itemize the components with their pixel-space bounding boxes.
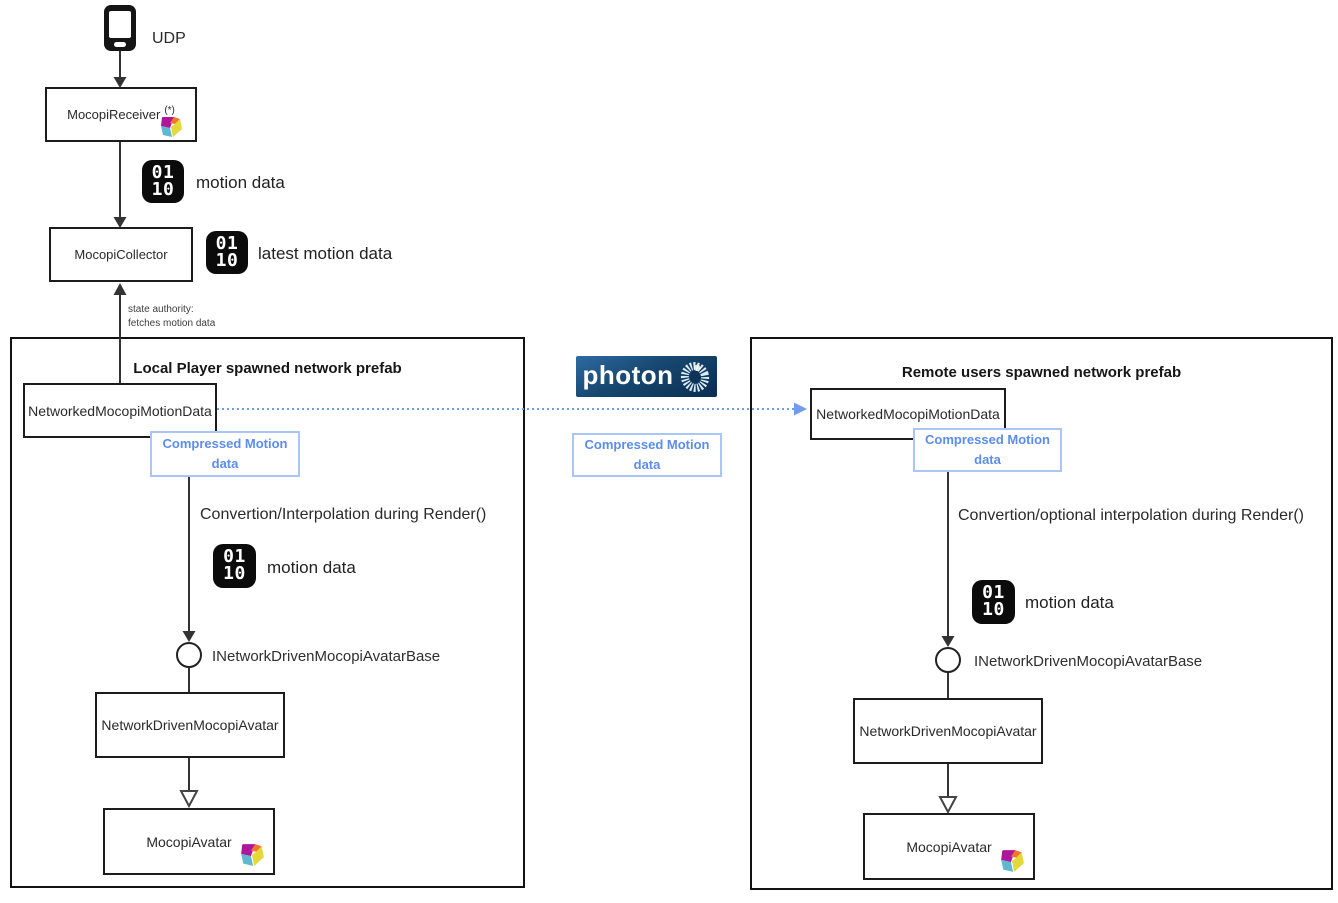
interface-label-remote: INetworkDrivenMocopiAvatarBase [974,653,1203,670]
binary-data-icon: 01 10 [142,160,184,203]
mocopi-receiver-box: MocopiReceiver (*) [45,87,197,142]
mocopi-collector-label: MocopiCollector [74,247,168,262]
binary-data-icon: 01 10 [972,580,1015,624]
networked-motion-data-box-local: NetworkedMocopiMotionData [23,383,217,438]
mocopi-avatar-box-local: MocopiAvatar [103,808,275,875]
mocopi-avatar-box-remote: MocopiAvatar [863,813,1035,880]
binary-data-icon: 01 10 [206,231,248,274]
local-prefab-container [10,337,525,888]
local-prefab-title: Local Player spawned network prefab [133,360,402,377]
udp-label: UDP [152,30,186,47]
network-driven-avatar-box-remote: NetworkDrivenMocopiAvatar [853,698,1043,764]
arrowhead-phone-to-receiver [113,77,127,88]
photon-wordmark: photon [582,360,674,390]
mocopi-receiver-label: MocopiReceiver [67,107,161,122]
state-authority-note: state authority: fetches motion data [128,304,216,329]
network-driven-avatar-box-local: NetworkDrivenMocopiAvatar [95,692,285,758]
mocopi-app-icon [1000,849,1024,873]
interface-label-local: INetworkDrivenMocopiAvatarBase [212,648,441,665]
remote-prefab-title: Remote users spawned network prefab [901,364,1182,381]
arrowhead-interface-left [182,631,196,642]
mocopi-app-icon [160,116,182,138]
receiver-asterisk-note: (*) [164,105,175,116]
arrowhead-interface-right [941,636,955,647]
arrowhead-receiver-to-collector [113,217,127,228]
motion-data-label-local: motion data [267,558,356,577]
compressed-motion-box-middle: Compressed Motion data [572,433,722,477]
smartphone-icon [104,5,136,51]
photon-swirl-icon [680,361,709,392]
mocopi-collector-box: MocopiCollector [49,227,193,282]
binary-data-icon: 01 10 [213,544,256,588]
motion-data-label: motion data [196,173,285,192]
photon-logo: photon [576,356,717,397]
networked-motion-data-box-remote: NetworkedMocopiMotionData [810,388,1006,440]
arrowhead-prefab-to-collector [113,283,127,295]
inheritance-arrowhead-right [938,796,958,815]
convertion-label-remote: Convertion/optional interpolation during… [958,507,1304,524]
arrowhead-photon-link [794,402,807,416]
interface-lollipop-right [935,647,961,673]
inheritance-arrowhead-left [179,790,199,809]
latest-motion-data-label: latest motion data [258,244,393,263]
compressed-motion-box-remote: Compressed Motion data [913,428,1062,472]
convertion-label-local: Convertion/Interpolation during Render() [200,506,487,523]
interface-lollipop-left [176,642,202,668]
mocopi-app-icon [240,843,264,867]
remote-prefab-container [750,337,1333,890]
compressed-motion-box-local: Compressed Motion data [150,431,300,477]
motion-data-label-remote: motion data [1025,593,1114,612]
